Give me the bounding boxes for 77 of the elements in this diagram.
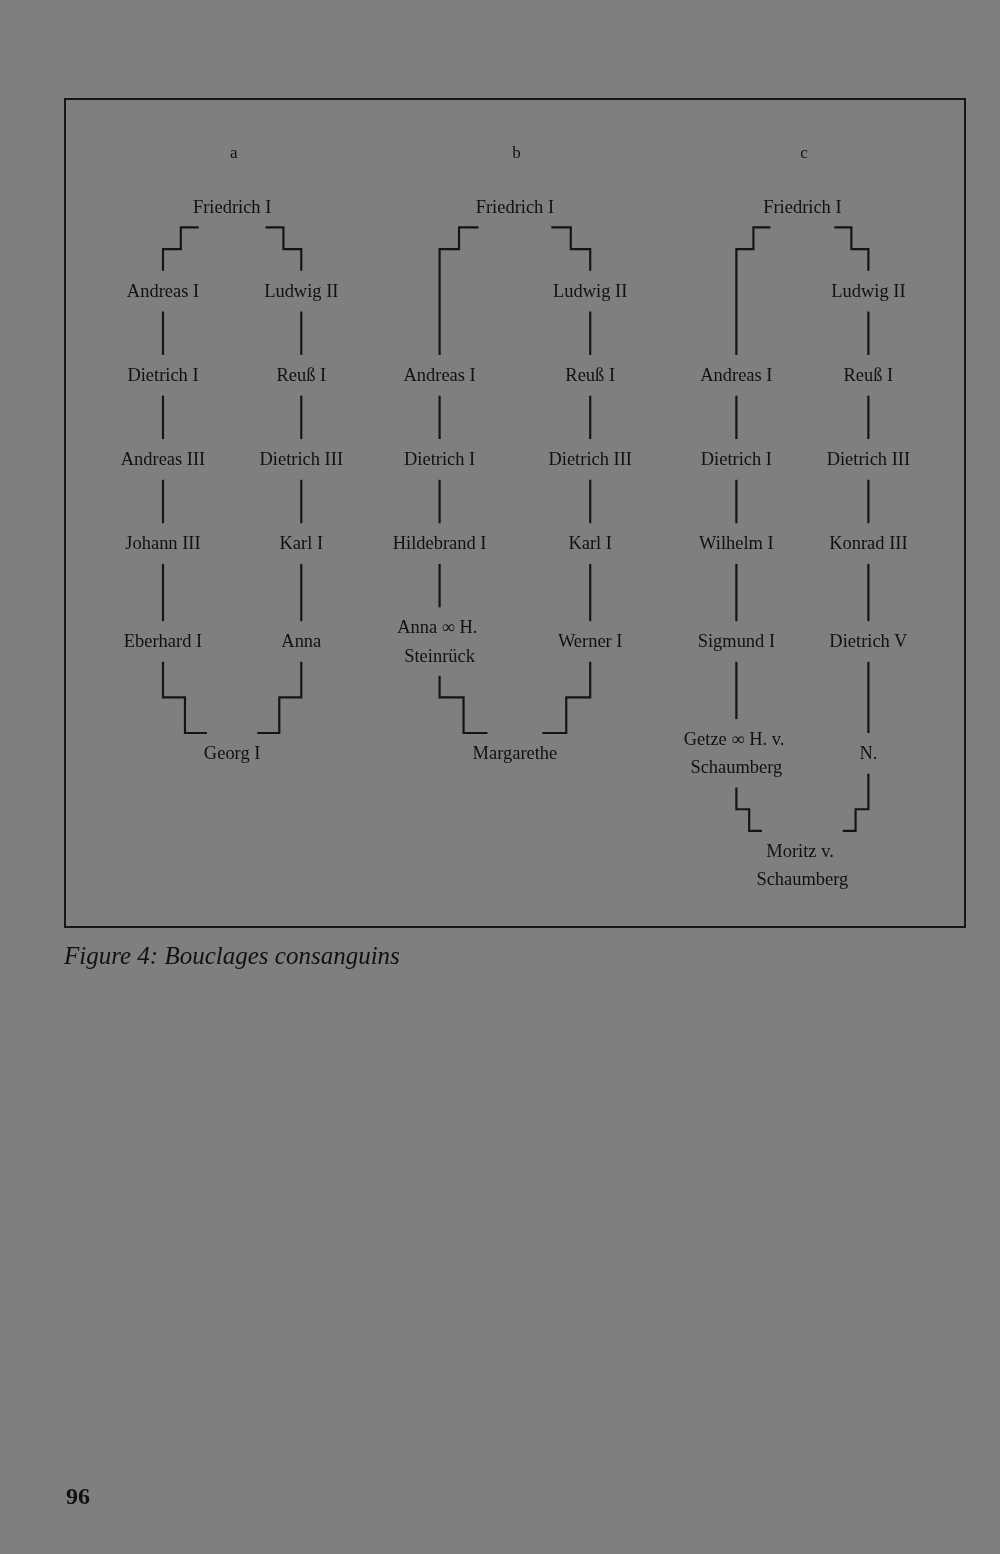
person-name: Dietrich I [126, 364, 199, 386]
person-name: Dietrich III [548, 448, 632, 470]
lineage-line [842, 772, 870, 832]
lineage-line [550, 226, 591, 272]
lineage-line [588, 310, 591, 357]
lineage-line [588, 394, 591, 441]
person-name: Konrad III [828, 532, 908, 554]
lineage-line [866, 660, 870, 735]
lineage-line [256, 660, 302, 735]
person-name: Dietrich V [828, 630, 907, 652]
lineage-line [866, 394, 870, 441]
person-name: Karl I [279, 532, 323, 554]
lineage-line [161, 562, 164, 623]
figure-caption: Figure 4: Bouclages consanguins [64, 941, 400, 971]
lineage-line [161, 394, 164, 441]
person-name: Reuß I [843, 364, 893, 386]
lineage-line [734, 660, 738, 721]
person-name: Karl I [568, 532, 612, 554]
lineage-line [588, 562, 591, 623]
person-name: Anna [280, 630, 321, 652]
person-name: Andreas III [120, 448, 205, 470]
person-name: Dietrich I [403, 448, 475, 470]
person-name: Margarethe [472, 742, 557, 764]
lineage-line [734, 226, 770, 357]
lineage-line [161, 478, 164, 525]
person-name: Dietrich I [700, 448, 772, 470]
lineage-line [299, 310, 302, 357]
lineage-line [588, 478, 591, 525]
lineage-line [161, 660, 207, 735]
lineage-line [438, 478, 441, 525]
person-name: Andreas I [699, 364, 773, 386]
person-name: Eberhard I [123, 630, 202, 652]
person-name: Friedrich I [762, 196, 842, 218]
person-name: Reuß I [276, 364, 326, 386]
lineage-line [866, 562, 870, 623]
person-name: Reuß I [564, 364, 615, 386]
lineage-line [161, 226, 199, 272]
lineage-line [866, 478, 870, 525]
person-name: Dietrich III [826, 448, 910, 470]
person-name: Werner I [557, 630, 623, 652]
lineage-line [438, 394, 441, 441]
panel-letter: b [512, 142, 521, 164]
lineage-line [265, 226, 302, 272]
person-name: Georg I [203, 742, 260, 764]
person-name: Ludwig II [263, 280, 338, 302]
lineage-line [734, 786, 762, 832]
person-name: Johann III [124, 532, 201, 554]
person-name: Andreas I [403, 364, 476, 386]
person-name: Friedrich I [475, 196, 554, 218]
person-name: Sigmund I [697, 630, 775, 652]
lineage-line [299, 562, 302, 623]
person-name: Getze ∞ H. v. Schaumberg [683, 728, 784, 778]
person-name: Ludwig II [830, 280, 906, 302]
lineage-line [833, 226, 870, 272]
panel-letter: c [800, 142, 808, 164]
page-number: 96 [66, 1482, 90, 1511]
lineage-line [866, 310, 870, 357]
person-name: Dietrich III [259, 448, 343, 470]
lineage-line [299, 394, 302, 441]
lineage-line [734, 562, 738, 623]
person-name: N. [859, 742, 877, 764]
lineage-line [734, 478, 738, 525]
lineage-line [438, 562, 441, 609]
person-name: Hildebrand I [392, 532, 487, 554]
lineage-line [438, 226, 479, 357]
panel-letter: a [229, 142, 238, 164]
lineage-line [161, 310, 164, 357]
person-name: Wilhelm I [698, 532, 774, 554]
person-name: Andreas I [126, 280, 199, 302]
person-name: Moritz v. Schaumberg [756, 840, 848, 889]
lineage-line [541, 660, 591, 735]
person-name: Ludwig II [552, 280, 627, 302]
person-name: Anna ∞ H. Steinrück [396, 617, 477, 666]
lineage-line [438, 674, 488, 735]
person-name: Friedrich I [192, 196, 271, 218]
lineage-line [734, 394, 738, 441]
lineage-line [299, 478, 302, 525]
